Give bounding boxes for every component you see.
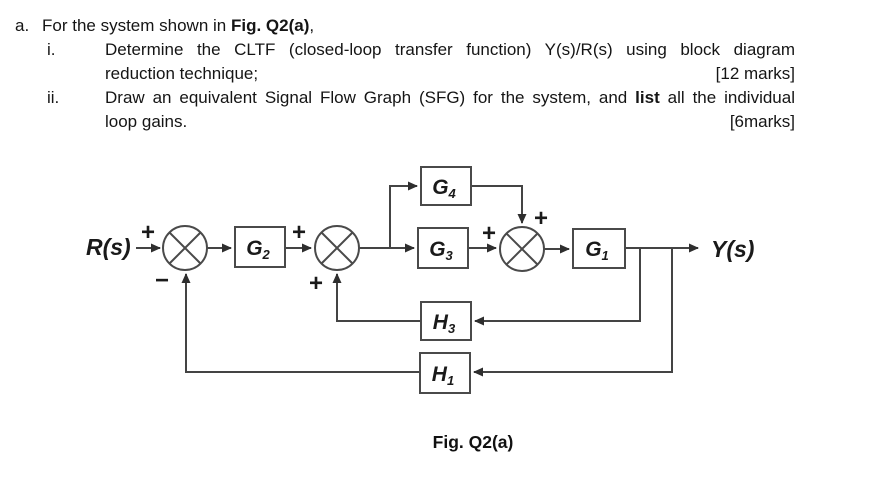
- wire-pickoff-to-h1: [473, 248, 673, 377]
- svg-text:G2: G2: [246, 237, 270, 262]
- svg-text:G1: G1: [585, 238, 609, 263]
- sub-item-label: i.: [47, 40, 56, 59]
- sub-item-text: loop gains.: [105, 112, 188, 131]
- sub-item-text-line2: reduction technique; [12 marks]: [105, 62, 795, 86]
- svg-text:H3: H3: [433, 311, 456, 336]
- wire-g4-to-sum3: [471, 185, 527, 224]
- summing-junction-2: [314, 225, 360, 271]
- item-intro: For the system shown in Fig. Q2(a),: [42, 14, 314, 38]
- transfer-blocks: G2 G4 G3 G1 H3 H1: [234, 166, 626, 394]
- sub-item-text: Draw an equivalent Signal Flow Graph (SF…: [105, 88, 636, 107]
- summing-junctions: [162, 225, 545, 272]
- svg-text:H1: H1: [432, 363, 454, 388]
- block-h3: H3: [420, 301, 472, 341]
- intro-tail: ,: [309, 16, 315, 35]
- question-sub-item-i: i. Determine the CLTF (closed-loop trans…: [47, 38, 795, 86]
- wire-h1-to-sum1: [181, 273, 420, 373]
- sign-g4-plus: +: [534, 205, 548, 232]
- sub-item-text-line1: Draw an equivalent Signal Flow Graph (SF…: [105, 86, 795, 110]
- summing-junction-3: [499, 226, 545, 272]
- sub-item-text: reduction technique;: [105, 64, 259, 83]
- input-signal-label: R(s): [86, 234, 131, 260]
- signal-wires: [136, 181, 699, 377]
- sign-h3-plus: +: [309, 270, 323, 297]
- sub-item-label: ii.: [47, 88, 60, 107]
- sub-item-content: Determine the CLTF (closed-loop transfer…: [105, 38, 795, 86]
- intro-figure-ref: Fig. Q2(a): [230, 16, 310, 35]
- sign-input-plus: +: [141, 219, 155, 246]
- item-label: a.: [15, 16, 30, 35]
- wire-pickoff-to-h3: [474, 248, 641, 326]
- sub-item-text: all the individual: [659, 88, 795, 107]
- question-item-a: a. For the system shown in Fig. Q2(a),: [15, 14, 314, 38]
- block-h1: H1: [419, 352, 471, 394]
- marks-badge: [12 marks]: [715, 64, 795, 83]
- sign-g2-plus: +: [292, 219, 306, 246]
- block-g1: G1: [572, 228, 626, 269]
- summing-junction-1: [162, 225, 208, 271]
- sub-item-text-line1: Determine the CLTF (closed-loop transfer…: [105, 40, 795, 59]
- svg-text:G4: G4: [432, 176, 456, 201]
- sign-h1-minus: −: [155, 267, 169, 294]
- output-signal-label: Y(s): [711, 236, 754, 262]
- figure-caption: Fig. Q2(a): [433, 432, 514, 452]
- svg-text:G3: G3: [429, 238, 453, 263]
- block-g3: G3: [417, 227, 469, 269]
- sub-item-content: Draw an equivalent Signal Flow Graph (SF…: [105, 86, 795, 134]
- wire-h3-to-sum2: [332, 273, 421, 322]
- question-sub-item-ii: ii. Draw an equivalent Signal Flow Graph…: [47, 86, 795, 134]
- marks-badge: [6marks]: [729, 112, 795, 131]
- block-g2: G2: [234, 226, 286, 268]
- intro-text: For the system shown in: [42, 16, 231, 35]
- sign-g3-plus: +: [482, 220, 496, 247]
- sub-item-text-line2: loop gains. [6marks]: [105, 110, 795, 134]
- block-g4: G4: [420, 166, 472, 206]
- emphasized-word: list: [635, 88, 660, 107]
- wire-branch-to-g4: [389, 181, 418, 248]
